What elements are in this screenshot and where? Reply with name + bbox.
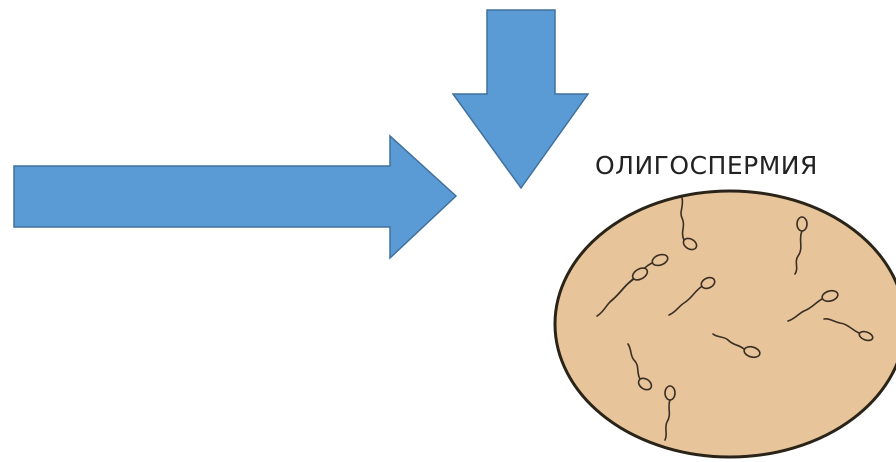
- down-arrow-icon: [453, 10, 588, 188]
- diagram-title: ОЛИГОСПЕРМИЯ: [595, 151, 818, 180]
- right-arrow-icon: [14, 136, 456, 258]
